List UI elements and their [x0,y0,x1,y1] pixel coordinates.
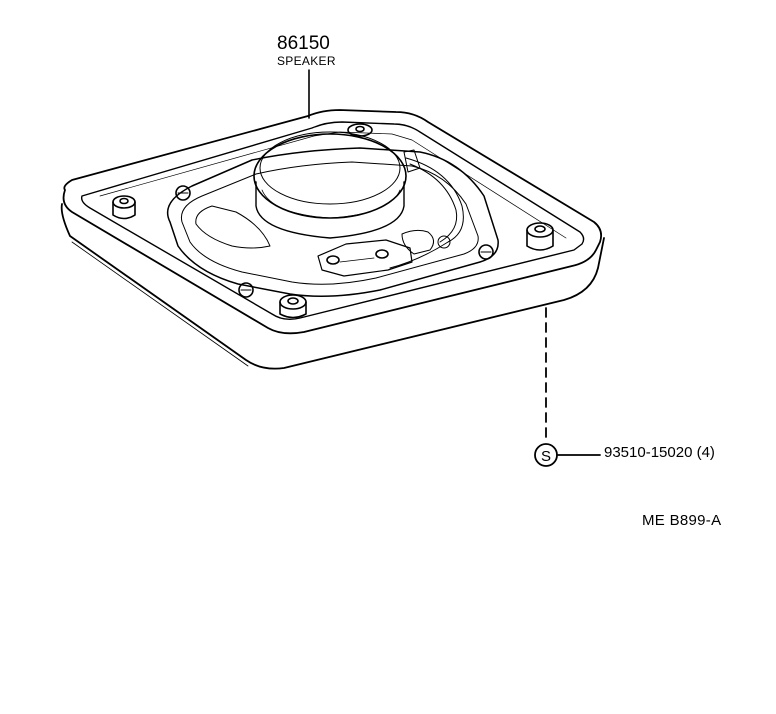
speaker-part-number: 86150 [277,33,330,54]
speaker-assembly-drawing [60,109,605,370]
svg-text:S: S [541,448,551,465]
speaker-part-name: SPEAKER [277,54,336,68]
diagram-code: ME B899-A [642,512,722,529]
screw-symbol-icon: S [534,443,558,467]
screw-part-number: 93510-15020 (4) [604,444,715,461]
